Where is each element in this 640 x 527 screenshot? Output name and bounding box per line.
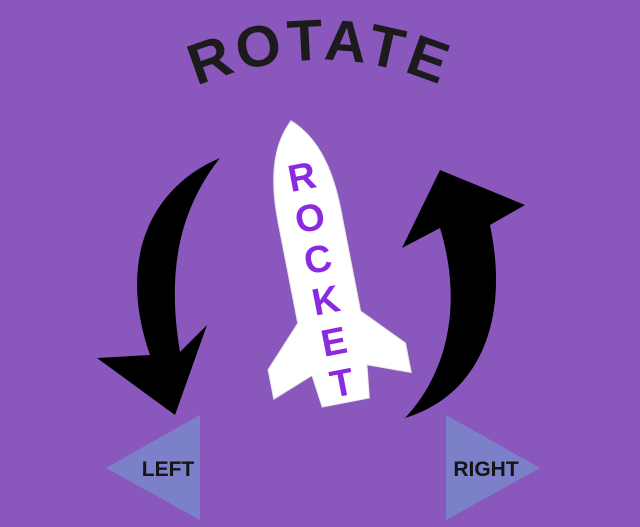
right-button[interactable]: RIGHT [446, 415, 540, 520]
triangle-left-icon[interactable] [106, 415, 200, 520]
left-button[interactable]: LEFT [106, 415, 200, 520]
game-title: ROTATE [179, 7, 461, 97]
left-button-label: LEFT [142, 458, 195, 481]
rotate-left-arrow-icon [97, 158, 220, 415]
rocket-sprite: R O C K E T [267, 120, 412, 408]
right-button-label: RIGHT [453, 458, 519, 481]
rotate-right-arrow-icon [402, 170, 525, 418]
triangle-right-icon[interactable] [446, 415, 540, 520]
